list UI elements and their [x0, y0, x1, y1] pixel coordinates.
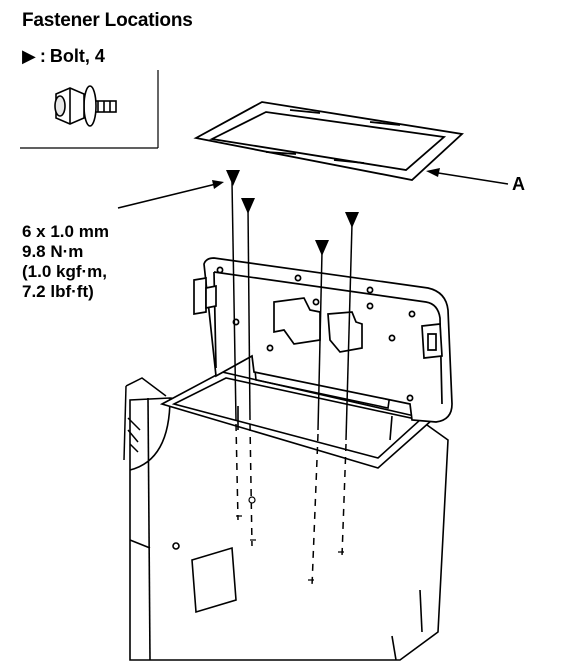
torque-kgf-meter: (1.0 kgf·m, — [22, 262, 108, 281]
bolt-arrow-2 — [241, 198, 255, 214]
torque-lbf-ft: 7.2 lbf·ft) — [22, 282, 94, 301]
torque-spec-leader — [117, 180, 224, 209]
bolt-legend: ▶ : Bolt, 4 — [22, 46, 105, 67]
bolt-axis-lines — [231, 181, 353, 587]
bolt-legend-label: Bolt, 4 — [49, 46, 105, 66]
callout-label-a: A — [512, 174, 525, 194]
bolt-hole-markers — [236, 496, 344, 581]
bolt-size: 6 x 1.0 mm — [22, 222, 109, 241]
bolt-arrow-4 — [345, 212, 359, 228]
console-lid — [193, 257, 453, 423]
callout-a-leader — [426, 168, 509, 185]
legend-separator: : — [39, 46, 46, 66]
bolt-arrow-1 — [226, 170, 240, 186]
bolt-illustration — [54, 85, 117, 127]
page-title: Fastener Locations — [22, 10, 193, 31]
bolt-arrow-3 — [315, 240, 329, 256]
torque-newton-meter: 9.8 N·m — [22, 242, 84, 261]
seal-frame-a — [193, 101, 464, 181]
bolt-arrow-symbol: ▶ — [22, 46, 36, 66]
legend-frame — [20, 70, 159, 149]
console-side-panel — [123, 377, 167, 461]
torque-spec: 6 x 1.0 mm 9.8 N·m (1.0 kgf·m, 7.2 lbf·f… — [22, 222, 109, 302]
